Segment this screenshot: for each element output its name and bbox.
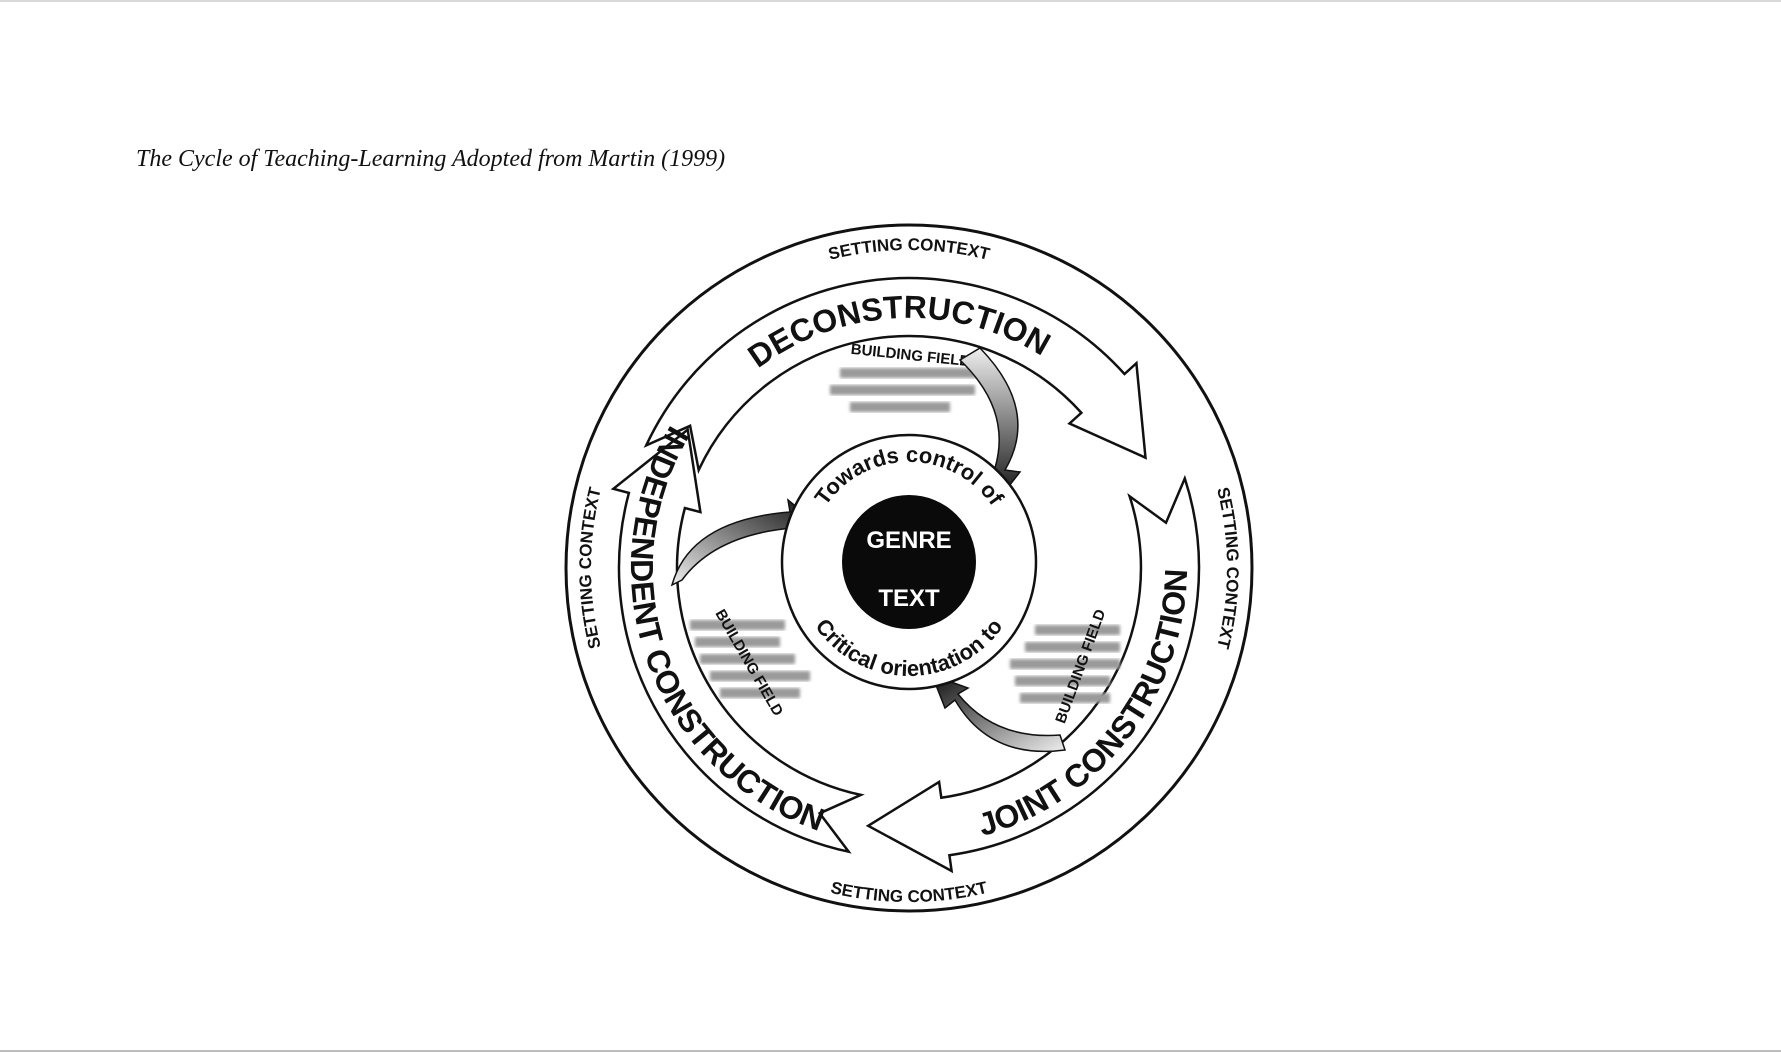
genre-text-core — [842, 495, 976, 629]
core-genre: GENRE — [866, 527, 951, 554]
core-text: TEXT — [878, 585, 940, 612]
bottom-border — [0, 1050, 1781, 1052]
deconstruction-arrow — [643, 276, 1147, 475]
joint-construction-arrow — [865, 474, 1201, 874]
top-border — [0, 0, 1781, 2]
figure-caption: The Cycle of Teaching-Learning Adopted f… — [136, 146, 726, 172]
independent-construction-arrow — [610, 427, 865, 854]
